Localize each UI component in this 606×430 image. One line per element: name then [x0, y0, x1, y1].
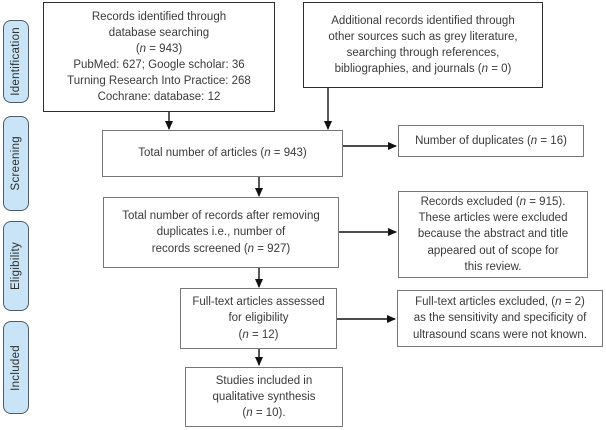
total-articles-box: Total number of articles (n = 943): [102, 130, 343, 177]
text-line: (n = 10).: [242, 407, 286, 420]
stage-label: Screening: [10, 136, 22, 191]
text-line: records screened (n = 927): [151, 242, 291, 255]
sidebar-stage-included: Included: [3, 321, 29, 414]
text-line: (n = 12): [238, 328, 279, 341]
text-line: as the sensitivity and specificity of: [413, 312, 587, 325]
text-line: Records identified through: [91, 10, 227, 23]
text-line: duplicates i.e., number of: [156, 226, 286, 239]
text-line: Records excluded (n = 915).: [420, 196, 566, 209]
text-line: ultrasound scans were not known.: [413, 328, 587, 341]
text-line: (n = 943): [135, 42, 183, 55]
text-line: Full-text articles assessed: [192, 296, 325, 309]
text-line: this review.: [464, 260, 522, 273]
sidebar-stage-identification: Identification: [3, 20, 29, 103]
stage-label: Identification: [10, 27, 22, 96]
stage-label: Eligibility: [10, 241, 22, 291]
text-line: Full-text articles excluded, (n = 2): [415, 296, 585, 309]
text-line: These articles were excluded: [418, 212, 568, 225]
duplicates-box: Number of duplicates (n = 16): [398, 125, 584, 157]
text-line: Total number of articles (n = 943): [138, 147, 307, 160]
text-line: Turning Research Into Practice: 268: [67, 75, 251, 88]
text-line: Studies included in: [215, 374, 313, 387]
fulltext-assessed-box: Full-text articles assessed for eligibili…: [180, 288, 337, 349]
text-line: Total number of records after removing: [122, 210, 320, 223]
text-line: other sources such as grey literature,: [328, 30, 518, 43]
records-identified-box: Records identified through database searc…: [43, 2, 275, 112]
text-line: appeared out of scope for: [427, 244, 559, 257]
text-line: database searching: [108, 26, 210, 39]
text-line: because the abstract and title: [417, 228, 569, 241]
text-line: searching through references,: [346, 47, 500, 59]
text-line: Cochrane: database: 12: [97, 91, 221, 104]
text-line: for eligibility: [228, 312, 289, 325]
text-line: bibliographies, and journals (n = 0): [334, 63, 512, 76]
records-excluded-box: Records excluded (n = 915). These article…: [398, 191, 588, 278]
sidebar-stage-eligibility: Eligibility: [3, 221, 29, 311]
sidebar-stage-screening: Screening: [3, 116, 29, 211]
additional-records-box: Additional records identified through oth…: [303, 2, 543, 88]
text-line: qualitative synthesis: [212, 390, 316, 403]
text-line: Number of duplicates (n = 16): [415, 134, 567, 147]
records-screened-box: Total number of records after removing du…: [103, 197, 339, 268]
studies-included-box: Studies included in qualitative synthesis…: [185, 367, 343, 427]
text-line: Additional records identified through: [331, 14, 515, 27]
stage-label: Included: [10, 344, 22, 391]
text-line: PubMed: 627; Google scholar: 36: [73, 59, 245, 71]
fulltext-excluded-box: Full-text articles excluded, (n = 2) as t…: [397, 290, 603, 347]
